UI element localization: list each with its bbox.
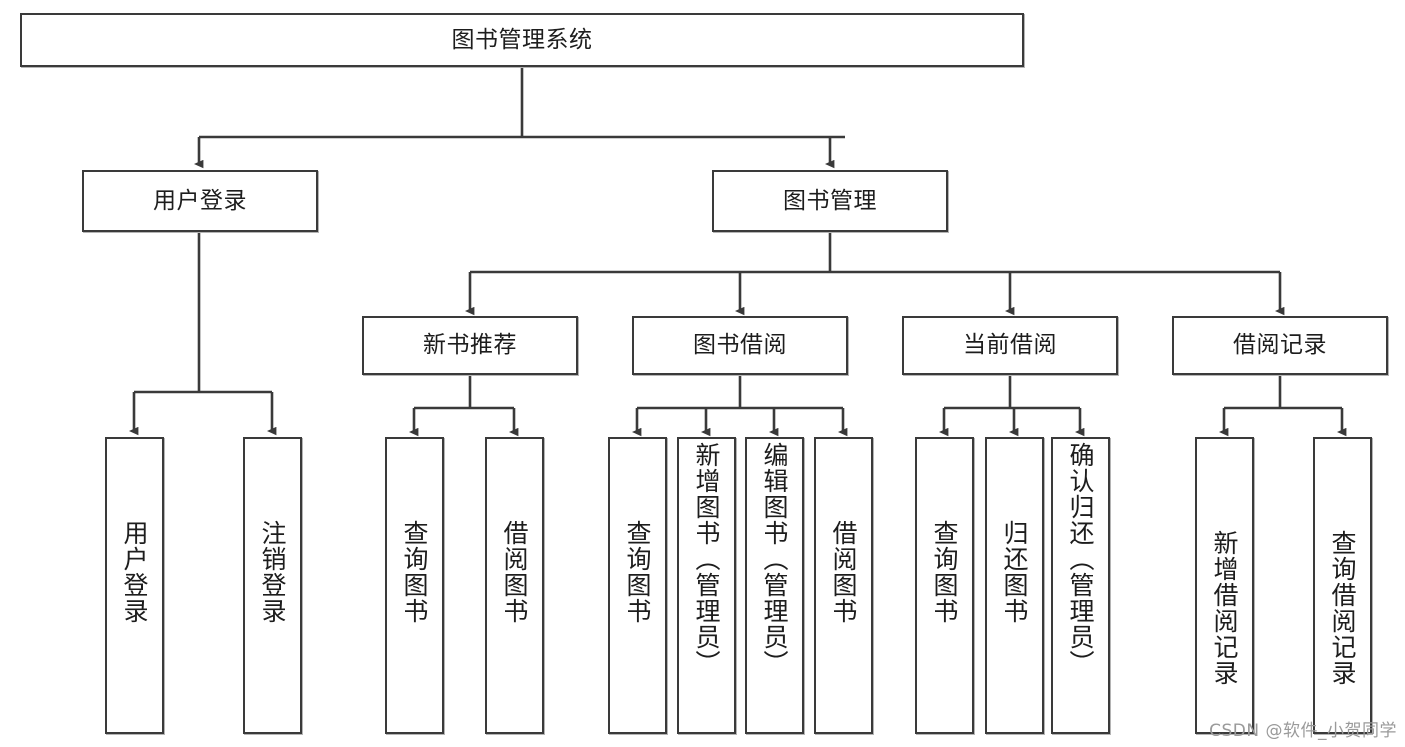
leaf-book-borrow-query-book[interactable]: 查询图书 <box>608 437 667 734</box>
node-label: 用户登录 <box>120 520 149 624</box>
csdn-watermark: CSDN @软件_小贺同学 <box>1209 721 1397 741</box>
node-label: 图书管理 <box>783 187 877 214</box>
node-label: 注销登录 <box>258 520 287 624</box>
node-label: 新增图书（管理员） <box>692 442 721 676</box>
node-label: 查询图书 <box>400 520 429 624</box>
node-user-login[interactable]: 用户登录 <box>82 170 318 232</box>
node-label: 查询借阅记录 <box>1328 530 1357 686</box>
node-label: 新增借阅记录 <box>1210 530 1239 686</box>
node-label: 借阅记录 <box>1233 332 1327 358</box>
node-root-book-management-system[interactable]: 图书管理系统 <box>20 13 1024 67</box>
node-borrow-record[interactable]: 借阅记录 <box>1172 316 1388 375</box>
node-book-borrow[interactable]: 图书借阅 <box>632 316 848 375</box>
node-label: 新书推荐 <box>423 332 517 358</box>
node-label: 借阅图书 <box>500 520 529 624</box>
node-label: 图书管理系统 <box>451 26 593 53</box>
node-label: 查询图书 <box>930 520 959 624</box>
leaf-book-borrow-borrow-book[interactable]: 借阅图书 <box>814 437 873 734</box>
node-label: 归还图书 <box>1000 520 1029 624</box>
leaf-new-book-query-book[interactable]: 查询图书 <box>385 437 444 734</box>
node-new-book-recommend[interactable]: 新书推荐 <box>362 316 578 375</box>
leaf-book-borrow-add-book-admin[interactable]: 新增图书（管理员） <box>677 437 736 734</box>
node-current-borrow[interactable]: 当前借阅 <box>902 316 1118 375</box>
leaf-borrow-record-query-record[interactable]: 查询借阅记录 <box>1313 437 1372 734</box>
leaf-user-login-login[interactable]: 用户登录 <box>105 437 164 734</box>
leaf-new-book-borrow-book[interactable]: 借阅图书 <box>485 437 544 734</box>
node-label: 编辑图书（管理员） <box>760 442 789 676</box>
leaf-current-borrow-confirm-return-admin[interactable]: 确认归还（管理员） <box>1051 437 1110 734</box>
leaf-user-login-logout[interactable]: 注销登录 <box>243 437 302 734</box>
node-book-management[interactable]: 图书管理 <box>712 170 948 232</box>
leaf-current-borrow-return-book[interactable]: 归还图书 <box>985 437 1044 734</box>
leaf-current-borrow-query-book[interactable]: 查询图书 <box>915 437 974 734</box>
node-label: 查询图书 <box>623 520 652 624</box>
node-label: 图书借阅 <box>693 332 787 358</box>
node-label: 用户登录 <box>153 187 247 214</box>
node-label: 当前借阅 <box>963 332 1057 358</box>
node-label: 借阅图书 <box>829 520 858 624</box>
leaf-borrow-record-add-record[interactable]: 新增借阅记录 <box>1195 437 1254 734</box>
leaf-book-borrow-edit-book-admin[interactable]: 编辑图书（管理员） <box>745 437 804 734</box>
node-label: 确认归还（管理员） <box>1066 442 1095 676</box>
